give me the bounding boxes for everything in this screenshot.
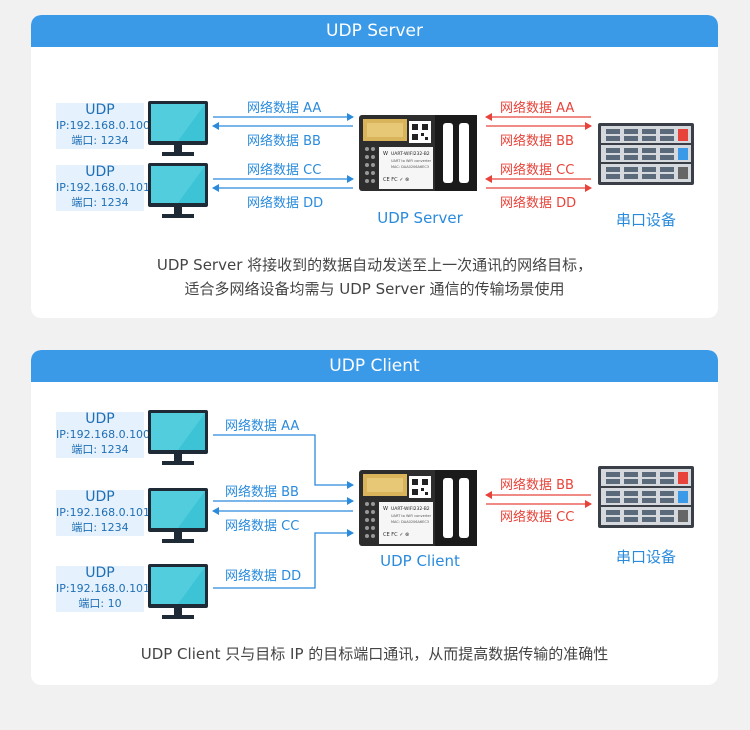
panel-title: UDP Server bbox=[31, 15, 718, 47]
serial-device-label: 串口设备 bbox=[615, 211, 676, 229]
udp-server-panel: UDP Server UDP IP:192.168.0.100 端口: 1234… bbox=[31, 15, 718, 318]
arrow-label: 网络数据 CC bbox=[500, 163, 575, 178]
client-label-3: UDP IP:192.168.0.101 端口: 10 bbox=[56, 565, 151, 612]
arrow-label: 网络数据 BB bbox=[247, 134, 321, 149]
arrow-label: 网络数据 DD bbox=[225, 569, 302, 584]
arrow-label: 网络数据 CC bbox=[500, 510, 575, 525]
arrow-label: 网络数据 DD bbox=[247, 196, 324, 211]
caption-line: 适合多网络设备均需与 UDP Server 通信的传输场景使用 bbox=[184, 280, 565, 298]
arrow-label: 网络数据 CC bbox=[225, 519, 300, 534]
device-label: UDP Server bbox=[377, 209, 463, 227]
arrow-lines-left bbox=[212, 113, 592, 192]
arrow-label: 网络数据 CC bbox=[247, 163, 322, 178]
wifi-module-image bbox=[359, 470, 477, 546]
arrow-label: 网络数据 BB bbox=[500, 478, 574, 493]
udp-client-panel: UDP Client UDP IP:192.168.0.100 端口: 1234… bbox=[31, 350, 718, 685]
client-label-2: UDP IP:192.168.0.101 端口: 1234 bbox=[56, 489, 151, 536]
client-label-1: UDP IP:192.168.0.100 端口: 1234 bbox=[56, 102, 151, 149]
arrow-label: 网络数据 BB bbox=[225, 485, 299, 500]
arrow-label: 网络数据 AA bbox=[500, 101, 575, 116]
panel-title: UDP Client bbox=[31, 350, 718, 382]
server-rack-icon bbox=[598, 466, 694, 528]
caption-line: UDP Server 将接收到的数据自动发送至上一次通讯的网络目标， bbox=[156, 256, 593, 274]
serial-device-label: 串口设备 bbox=[615, 548, 676, 566]
arrow-label: 网络数据 BB bbox=[500, 134, 574, 149]
client-label-2: UDP IP:192.168.0.101 端口: 1234 bbox=[56, 164, 151, 211]
arrow-label: 网络数据 DD bbox=[500, 196, 577, 211]
wifi-module-image bbox=[359, 115, 477, 191]
client-label-1: UDP IP:192.168.0.100 端口: 1234 bbox=[56, 411, 151, 458]
arrow-lines bbox=[212, 434, 592, 589]
caption-line: UDP Client 只与目标 IP 的目标端口通讯，从而提高数据传输的准确性 bbox=[140, 645, 609, 663]
server-rack-icon bbox=[598, 123, 694, 185]
arrow-label: 网络数据 AA bbox=[247, 101, 322, 116]
device-label: UDP Client bbox=[380, 552, 460, 570]
arrow-label: 网络数据 AA bbox=[225, 419, 300, 434]
